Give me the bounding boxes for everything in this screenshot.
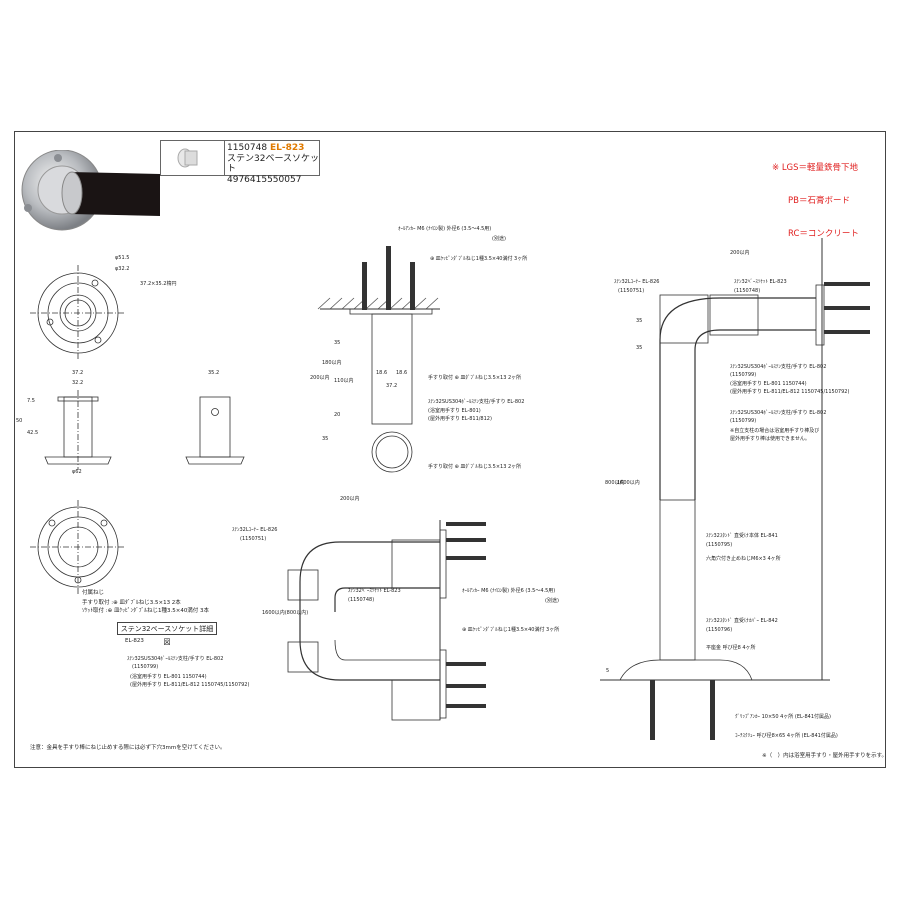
dim-label: 7.5 xyxy=(27,398,35,404)
rail-sub-label: (浴室用手すり EL-801 1150744) xyxy=(130,674,207,680)
anchor-label: ｵｰﾙｱﾝｶｰ M6 (ﾅｲﾛﾝ製) 外径6 (3.5～4.5用) xyxy=(398,226,492,232)
warn-label: 屋外用手すり棒は使用できません。 xyxy=(730,436,810,442)
hex-label: 六角穴付き止めねじM6×3 4ヶ所 xyxy=(706,556,781,562)
screws-title: 付属ねじ xyxy=(82,590,105,596)
rail-sub-label: (浴室用手すり EL-801 1150744) xyxy=(730,381,807,387)
stand-label: ｽﾃﾝ32ｽﾀﾝﾄﾞ 直受け本体 EL-841 xyxy=(706,533,778,539)
warn-label: ※自立支柱の場合は浴室用手すり棒及び xyxy=(730,428,820,434)
grip-anchor-label: ｸﾞﾘｯﾌﾟｱﾝｶｰ 10×50 4ヶ所 (EL-841付属品) xyxy=(735,714,831,720)
screws-line: 手すり取付 :⊕ 皿ﾀﾞﾌﾞﾙねじ3.5×13 2本 xyxy=(82,600,181,606)
anchor-sub-label: (別途) xyxy=(492,236,506,242)
detail-front-view xyxy=(44,390,112,470)
dim-label: 800以内 xyxy=(605,480,625,486)
corner-label: ｽﾃﾝ32Lｺｰﾅｰ EL-826 xyxy=(232,527,278,533)
center-ceiling-mount xyxy=(317,246,440,473)
material-legend: ※ LGS＝軽量鉄骨下地 PB＝石膏ボード RC＝コンクリート xyxy=(772,141,859,251)
dim-label: 37.2 xyxy=(386,383,398,389)
dim-label: 18.6 xyxy=(376,370,388,376)
screw13-label: 手すり取付 ⊕ 皿ﾀﾞﾌﾞﾙねじ3.5×13 2ヶ所 xyxy=(428,375,522,381)
product-name: ステン32ベースソケット xyxy=(227,153,320,175)
dim-label: 200以内 xyxy=(730,250,750,256)
dim-label: 32.2 xyxy=(72,380,84,386)
drawing-sheet xyxy=(14,131,886,768)
foot-code: (1150796) xyxy=(706,627,733,633)
socket-code: (1150748) xyxy=(348,597,375,603)
washer-label: 平座金 呼び径8 4ヶ所 xyxy=(706,645,756,651)
product-thumbnail xyxy=(161,141,225,175)
rail2-code: (1150799) xyxy=(730,418,757,424)
legend-line: ※ LGS＝軽量鉄骨下地 xyxy=(772,163,859,173)
socket-code: (1150748) xyxy=(734,288,761,294)
dim-label: 35 xyxy=(636,345,643,351)
socket-label: ｽﾃﾝ32ﾍﾞｰｽｿｹｯﾄ EL-823 xyxy=(348,588,401,594)
detail-model: EL-823 xyxy=(125,638,144,644)
rail-label: ｽﾃﾝ32SUS304ﾎﾞｰﾙｽﾃﾝ支柱/手すり EL-802 xyxy=(730,364,827,370)
screws-line: ｿｹｯﾄ取付 :⊕ 皿ｹｯﾋﾟﾝﾀﾞﾌﾞﾙねじ1種3.5×40満付 3本 xyxy=(82,608,210,614)
footer-note: ※（ ）内は浴室用手すり・屋外用手すりを示す。 xyxy=(762,753,888,759)
dim-label: 180以内 xyxy=(322,360,342,366)
corner-code: (1150751) xyxy=(240,536,267,542)
foot-label: ｽﾃﾝ32ｽﾀﾝﾄﾞ 直受けｶﾊﾞｰ EL-842 xyxy=(706,618,778,624)
screw13-label: 手すり取付 ⊕ 皿ﾀﾞﾌﾞﾙねじ3.5×13 2ヶ所 xyxy=(428,464,522,470)
dim-label: 18.6 xyxy=(396,370,408,376)
rail-sub-label: (屋外用手すり EL-811/812) xyxy=(428,416,492,422)
dim-label: 20 xyxy=(334,412,341,418)
dim-label: 200以内 xyxy=(340,496,360,502)
dim-label: 1600以内 xyxy=(617,480,640,486)
rail-sub-label: (浴室用手すり EL-801) xyxy=(428,408,481,414)
anchor-label: ｵｰﾙｱﾝｶｰ M6 (ﾅｲﾛﾝ製) 外径6 (3.5～4.5用) xyxy=(462,588,556,594)
product-photo xyxy=(21,150,160,231)
dim-label: 37.2×35.2楕円 xyxy=(140,281,177,287)
corner-code: (1150751) xyxy=(618,288,645,294)
legend-line: PB＝石膏ボード xyxy=(788,196,850,206)
dim-label: 50 xyxy=(16,418,23,424)
rail-code: (1150799) xyxy=(730,372,757,378)
detail-side-view xyxy=(185,396,245,465)
product-info-box: 1150748 EL-823 ステン32ベースソケット 497641555005… xyxy=(160,140,320,185)
dim-label: 35.2 xyxy=(208,370,220,376)
product-jan: 4976415550057 xyxy=(227,174,302,185)
detail-bottom-view xyxy=(30,500,126,595)
dim-label: 35 xyxy=(636,318,643,324)
bottom-mid-rail xyxy=(287,520,486,721)
screw40-label: ⊕ 皿ｹｯﾋﾟﾝﾀﾞﾌﾞﾙねじ1種3.5×40満付 3ヶ所 xyxy=(430,256,528,262)
dim-label: φ62 xyxy=(72,469,82,475)
dim-label: 35 xyxy=(322,436,329,442)
dim-label: 35 xyxy=(334,340,341,346)
dim-label: 110以内 xyxy=(334,378,354,384)
corner-label: ｽﾃﾝ32Lｺｰﾅｰ EL-826 xyxy=(614,279,660,285)
screw40-label: ⊕ 皿ｹｯﾋﾟﾝﾀﾞﾌﾞﾙねじ1種3.5×40満付 3ヶ所 xyxy=(462,627,560,633)
dim-label: φ51.5 xyxy=(115,255,130,261)
stand-code: (1150795) xyxy=(706,542,733,548)
anchor-sub-label: (別途) xyxy=(545,598,559,604)
rail-sub-label: (屋外用手すり EL-811/EL-812 1150745/1150792) xyxy=(130,682,250,688)
rail-sub-label: (屋外用手すり EL-811/EL-812 1150745/1150792) xyxy=(730,389,850,395)
dim-label: 42.5 xyxy=(27,430,39,436)
rail2-label: ｽﾃﾝ32SUS304ﾎﾞｰﾙｽﾃﾝ支柱/手すり EL-802 xyxy=(730,410,827,416)
product-code: 1150748 xyxy=(227,143,268,153)
dim-label: 200以内 xyxy=(310,375,330,381)
rail-label: ｽﾃﾝ32SUS304ﾎﾞｰﾙｽﾃﾝ支柱/手すり EL-802 xyxy=(127,656,224,662)
footer-note: 注意：金具を手すり棒にねじ止めする際には必ず下穴3mmを空けてください。 xyxy=(30,745,226,751)
coach-screw-label: ｺｰﾁｽｸﾘｭｰ 呼び径8×65 4ヶ所 (EL-841付属品) xyxy=(735,733,838,739)
rail-code: (1150799) xyxy=(132,664,159,670)
dim-label: 5 xyxy=(606,668,610,674)
legend-line: RC＝コンクリート xyxy=(788,229,859,239)
dim-label: φ32.2 xyxy=(115,266,130,272)
dim-label: 1600以内(800以内) xyxy=(262,610,309,616)
right-stand xyxy=(600,238,870,740)
product-model: EL-823 xyxy=(269,143,305,153)
detail-top-view xyxy=(30,265,126,360)
dim-label: 37.2 xyxy=(72,370,84,376)
detail-title: ステン32ベースソケット詳細図 xyxy=(117,622,217,646)
socket-label: ｽﾃﾝ32ﾍﾞｰｽｿｹｯﾄ EL-823 xyxy=(734,279,787,285)
rail-label: ｽﾃﾝ32SUS304ﾎﾞｰﾙｽﾃﾝ支柱/手すり EL-802 xyxy=(428,399,525,405)
